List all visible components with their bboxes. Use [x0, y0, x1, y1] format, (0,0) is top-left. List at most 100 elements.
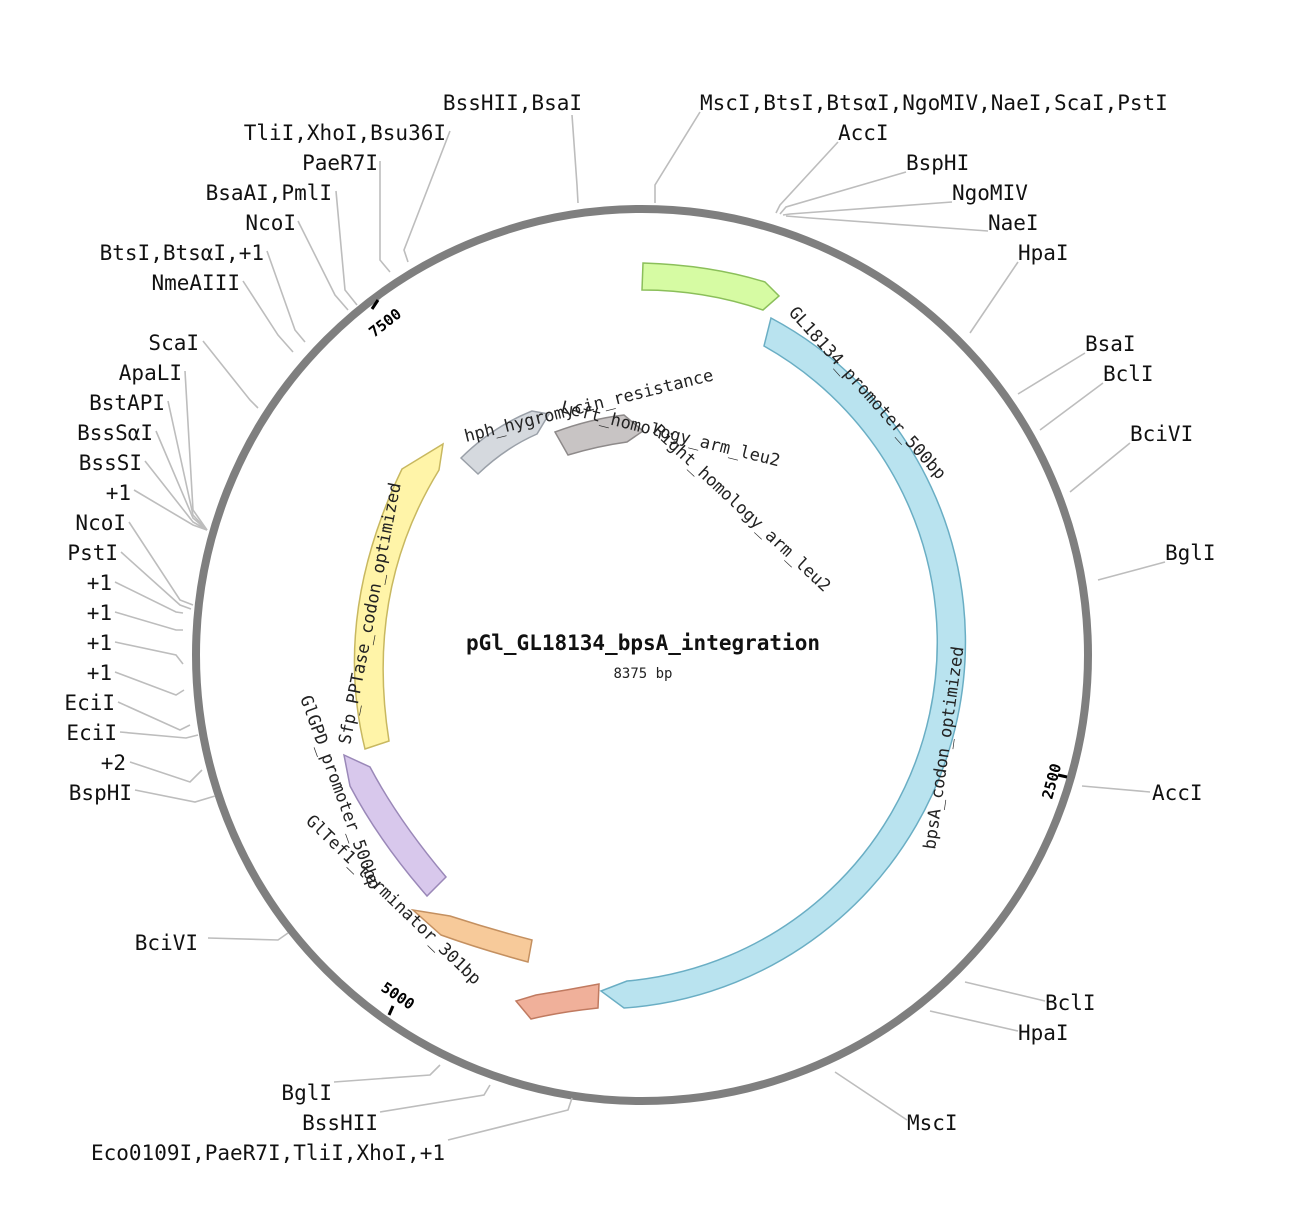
enzyme-leader-line: [114, 581, 184, 614]
feature-hph-hygromycin[interactable]: [459, 410, 551, 476]
enzyme-label[interactable]: BsaI: [1085, 332, 1136, 356]
enzyme-label[interactable]: BclI: [1103, 362, 1154, 386]
enzyme-leader-line: [128, 521, 194, 606]
enzyme-label[interactable]: NgoMIV: [952, 181, 1028, 205]
enzyme-label[interactable]: NmeAIII: [151, 271, 240, 295]
enzyme-leader-line: [114, 671, 185, 696]
enzyme-leader-line: [335, 190, 358, 306]
enzyme-labels: MscI,BtsI,BtsαI,NgoMIV,NaeI,ScaI,PstI Ac…: [64, 91, 1215, 1165]
enzyme-leader-lines: [114, 111, 1166, 1141]
tick-label-2500: 2500: [1038, 761, 1065, 801]
enzyme-leader-line: [242, 280, 294, 353]
enzyme-label[interactable]: HpaI: [1018, 1021, 1069, 1045]
enzyme-label[interactable]: BglI: [1165, 541, 1216, 565]
enzyme-label[interactable]: +1: [87, 661, 112, 685]
enzyme-label[interactable]: BtsI,BtsαI,+1: [100, 241, 264, 265]
enzyme-label[interactable]: BssSαI: [77, 421, 153, 445]
enzyme-leader-line: [333, 1064, 441, 1083]
enzyme-label[interactable]: EciI: [64, 691, 115, 715]
feature-gl18134-promoter[interactable]: [641, 262, 781, 311]
plasmid-length: 8375 bp: [613, 666, 672, 682]
enzyme-label[interactable]: MscI: [907, 1111, 958, 1135]
plasmid-name: pGl_GL18134_bpsA_integration: [466, 631, 820, 655]
enzyme-leader-line: [155, 430, 208, 531]
enzyme-label[interactable]: NaeI: [988, 211, 1039, 235]
enzyme-leader-line: [1069, 442, 1131, 493]
enzyme-label[interactable]: BsaAI,PmlI: [206, 181, 332, 205]
enzyme-leader-line: [129, 761, 203, 783]
feature-arrows: [342, 262, 967, 1020]
enzyme-leader-line: [184, 370, 208, 531]
enzyme-label[interactable]: BspHI: [906, 151, 969, 175]
enzyme-leader-line: [266, 250, 306, 343]
enzyme-leader-line: [379, 161, 391, 273]
enzyme-label[interactable]: NcoI: [245, 211, 296, 235]
enzyme-label[interactable]: ScaI: [148, 331, 199, 355]
feature-glgpd-promoter[interactable]: [410, 908, 533, 963]
tick-2500: [1057, 773, 1068, 779]
enzyme-leader-line: [134, 789, 216, 803]
enzyme-leader-line: [964, 981, 1046, 1002]
backbone-circle: [192, 205, 1092, 1105]
enzyme-leader-line: [654, 111, 701, 203]
enzyme-leader-line: [782, 201, 953, 216]
enzyme-leader-line: [117, 701, 191, 731]
enzyme-leader-line: [785, 215, 989, 232]
enzyme-leader-line: [133, 489, 208, 531]
enzyme-leader-line: [447, 1097, 573, 1141]
enzyme-label[interactable]: +2: [101, 751, 126, 775]
enzyme-label[interactable]: +1: [87, 601, 112, 625]
enzyme-label[interactable]: TliI,XhoI,Bsu36I: [244, 121, 446, 145]
enzyme-leader-line: [775, 141, 839, 214]
feature-sfp-pptase-block[interactable]: [342, 753, 448, 898]
feature-gltef1-terminator[interactable]: [514, 983, 600, 1020]
enzyme-label[interactable]: AccI: [1152, 781, 1203, 805]
enzyme-leader-line: [779, 171, 907, 215]
enzyme-label[interactable]: +1: [87, 631, 112, 655]
enzyme-label[interactable]: MscI,BtsI,BtsαI,NgoMIV,NaeI,ScaI,PstI: [700, 91, 1168, 115]
enzyme-leader-line: [120, 551, 192, 610]
enzyme-label[interactable]: BspHI: [69, 781, 132, 805]
enzyme-leader-line: [571, 114, 579, 204]
enzyme-label[interactable]: +1: [87, 571, 112, 595]
enzyme-leader-line: [297, 220, 349, 311]
tick-7500: [370, 299, 380, 310]
enzyme-label[interactable]: +1: [106, 481, 131, 505]
enzyme-leader-line: [403, 130, 451, 263]
enzyme-label[interactable]: BciVI: [135, 931, 198, 955]
enzyme-leader-line: [969, 261, 1019, 334]
enzyme-leader-line: [119, 731, 199, 739]
feature-left-homology-arm[interactable]: [553, 414, 645, 456]
enzyme-leader-line: [202, 340, 259, 409]
enzyme-label[interactable]: BciVI: [1130, 422, 1193, 446]
enzyme-leader-line: [144, 460, 208, 531]
enzyme-label[interactable]: BssSI: [79, 451, 142, 475]
enzyme-leader-line: [929, 1010, 1019, 1032]
enzyme-leader-line: [1017, 352, 1086, 395]
enzyme-label[interactable]: BssHII: [302, 1111, 378, 1135]
enzyme-label[interactable]: PstI: [67, 541, 118, 565]
enzyme-leader-line: [167, 400, 208, 531]
enzyme-label[interactable]: BglI: [281, 1081, 332, 1105]
enzyme-label[interactable]: Eco0109I,PaeR7I,TliI,XhoI,+1: [91, 1141, 445, 1165]
enzyme-label[interactable]: BssHII,BsaI: [443, 91, 582, 115]
enzyme-label[interactable]: NcoI: [75, 511, 126, 535]
enzyme-leader-line: [114, 611, 183, 631]
enzyme-label[interactable]: HpaI: [1018, 241, 1069, 265]
feature-yellow-block[interactable]: [353, 442, 444, 750]
enzyme-label[interactable]: PaeR7I: [302, 151, 378, 175]
enzyme-label[interactable]: BstAPI: [89, 391, 165, 415]
enzyme-label[interactable]: BclI: [1045, 991, 1096, 1015]
feature-bpsa-codon-optimized[interactable]: [599, 316, 967, 1009]
enzyme-leader-line: [1081, 785, 1151, 793]
enzyme-label[interactable]: ApaLI: [119, 361, 182, 385]
enzyme-leader-line: [114, 641, 184, 665]
enzyme-leader-line: [1039, 382, 1104, 431]
tick-label-5000: 5000: [378, 978, 418, 1013]
enzyme-label[interactable]: EciI: [66, 721, 117, 745]
enzyme-leader-line: [207, 932, 289, 941]
enzyme-leader-line: [1097, 561, 1166, 581]
enzyme-leader-line: [379, 1084, 491, 1113]
enzyme-label[interactable]: AccI: [838, 121, 889, 145]
